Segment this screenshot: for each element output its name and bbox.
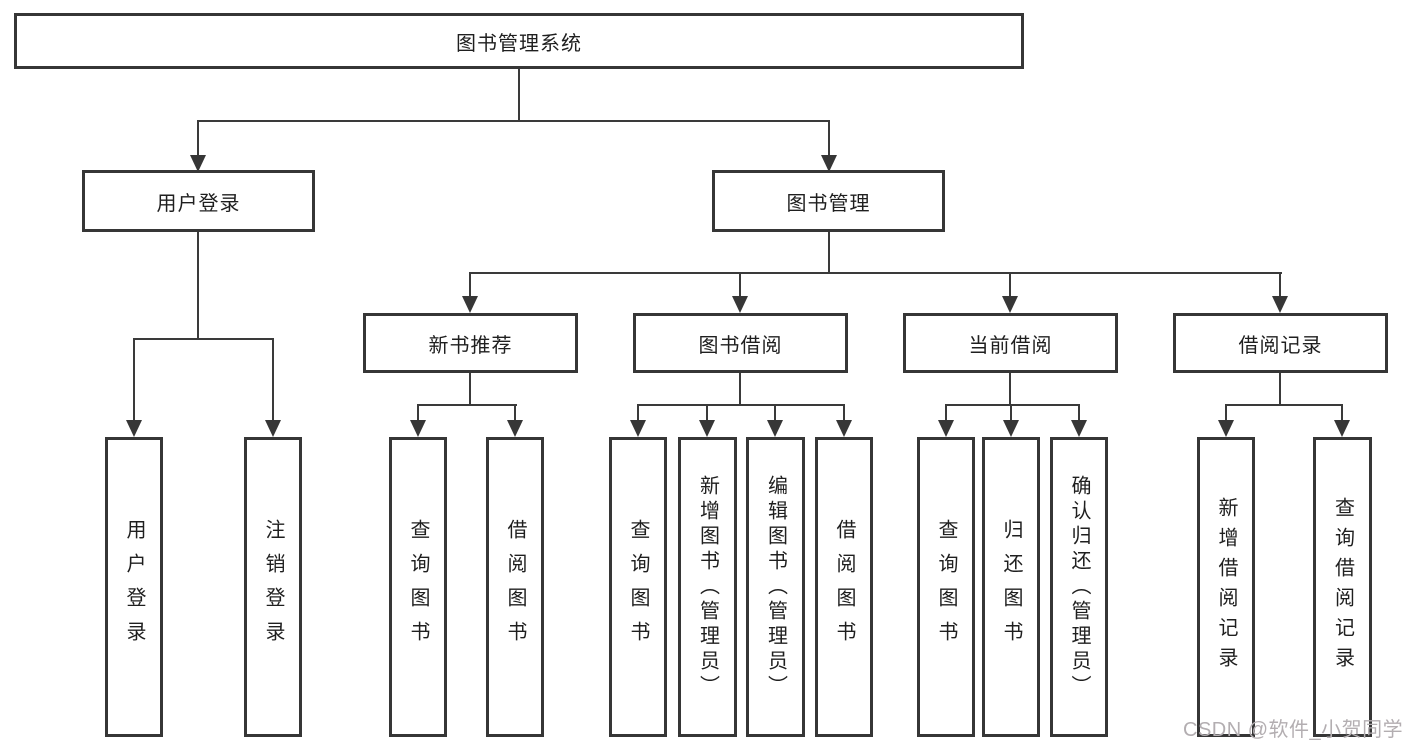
arrow-down-icon: [1272, 296, 1288, 313]
connector-line: [197, 232, 199, 338]
arrow-down-icon: [767, 420, 783, 437]
connector-line: [197, 120, 830, 122]
arrow-down-icon: [732, 296, 748, 313]
node-new-book-recommendation: 新书推荐: [363, 313, 578, 373]
leaf-label: 编辑图书（管理员）: [764, 474, 787, 700]
connector-line: [1341, 404, 1343, 421]
node-book-management: 图书管理: [712, 170, 945, 232]
connector-line: [739, 373, 741, 405]
leaf-label: 查询图书: [407, 519, 429, 655]
connector-line: [1009, 373, 1011, 405]
node-book-borrowing: 图书借阅: [633, 313, 848, 373]
arrow-down-icon: [1003, 420, 1019, 437]
connector-line: [774, 404, 776, 421]
connector-line: [1010, 404, 1012, 421]
connector-line: [469, 373, 471, 405]
leaf-label: 查询借阅记录: [1331, 497, 1354, 677]
connector-line: [518, 69, 520, 120]
leaf-confirm-return-admin: 确认归还（管理员）: [1050, 437, 1108, 737]
leaf-label: 归还图书: [1000, 519, 1022, 655]
leaf-label: 用户登录: [123, 519, 145, 655]
connector-line: [514, 404, 516, 421]
leaf-label: 借阅图书: [833, 519, 855, 655]
arrow-down-icon: [836, 420, 852, 437]
csdn-watermark: CSDN @软件_小贺同学: [1183, 719, 1404, 741]
leaf-label: 查询图书: [935, 519, 957, 655]
arrow-down-icon: [1334, 420, 1350, 437]
connector-line: [706, 404, 708, 421]
leaf-borrow-books-recommend: 借阅图书: [486, 437, 544, 737]
connector-line: [1279, 272, 1281, 298]
connector-line: [1225, 404, 1227, 421]
leaf-return-books: 归还图书: [982, 437, 1040, 737]
node-label: 图书管理系统: [456, 32, 582, 55]
connector-line: [828, 120, 830, 157]
connector-line: [1225, 404, 1343, 406]
arrow-down-icon: [507, 420, 523, 437]
node-library-management-system: 图书管理系统: [14, 13, 1024, 69]
node-label: 借阅记录: [1238, 334, 1323, 357]
arrow-down-icon: [126, 420, 142, 437]
node-user-login: 用户登录: [82, 170, 315, 232]
leaf-edit-books-admin: 编辑图书（管理员）: [746, 437, 805, 737]
leaf-borrow-books: 借阅图书: [815, 437, 873, 737]
leaf-add-books-admin: 新增图书（管理员）: [678, 437, 737, 737]
node-label: 图书借阅: [698, 334, 783, 357]
leaf-logout: 注销登录: [244, 437, 302, 737]
node-label: 当前借阅: [968, 334, 1053, 357]
connector-line: [1279, 373, 1281, 405]
connector-line: [1078, 404, 1080, 421]
leaf-label: 借阅图书: [504, 519, 526, 655]
arrow-down-icon: [265, 420, 281, 437]
connector-line: [197, 120, 199, 157]
leaf-add-borrow-record: 新增借阅记录: [1197, 437, 1255, 737]
leaf-label: 注销登录: [262, 519, 284, 655]
arrow-down-icon: [938, 420, 954, 437]
connector-line: [1009, 272, 1011, 298]
arrow-down-icon: [410, 420, 426, 437]
leaf-label: 新增图书（管理员）: [696, 474, 719, 700]
arrow-down-icon: [1002, 296, 1018, 313]
leaf-label: 确认归还（管理员）: [1068, 474, 1090, 700]
connector-line: [828, 232, 830, 273]
leaf-query-books-current: 查询图书: [917, 437, 975, 737]
node-label: 图书管理: [786, 192, 871, 215]
arrow-down-icon: [630, 420, 646, 437]
arrow-down-icon: [821, 155, 837, 172]
node-current-borrowing: 当前借阅: [903, 313, 1118, 373]
leaf-query-borrow-record: 查询借阅记录: [1313, 437, 1372, 737]
connector-line: [637, 404, 845, 406]
leaf-label: 新增借阅记录: [1215, 497, 1237, 677]
connector-line: [133, 338, 274, 340]
leaf-query-books-recommend: 查询图书: [389, 437, 447, 737]
connector-line: [469, 272, 1282, 274]
connector-line: [637, 404, 639, 421]
connector-line: [945, 404, 947, 421]
connector-line: [133, 338, 135, 421]
connector-line: [417, 404, 517, 406]
connector-line: [469, 272, 471, 298]
leaf-user-login: 用户登录: [105, 437, 163, 737]
connector-line: [945, 404, 1080, 406]
connector-line: [417, 404, 419, 421]
arrow-down-icon: [1218, 420, 1234, 437]
connector-line: [272, 338, 274, 421]
node-label: 用户登录: [156, 192, 241, 215]
leaf-query-books-borrowing: 查询图书: [609, 437, 667, 737]
node-borrowing-records: 借阅记录: [1173, 313, 1388, 373]
arrow-down-icon: [462, 296, 478, 313]
connector-line: [739, 272, 741, 298]
arrow-down-icon: [1071, 420, 1087, 437]
arrow-down-icon: [190, 155, 206, 172]
node-label: 新书推荐: [428, 334, 513, 357]
connector-line: [843, 404, 845, 421]
leaf-label: 查询图书: [627, 519, 649, 655]
arrow-down-icon: [699, 420, 715, 437]
